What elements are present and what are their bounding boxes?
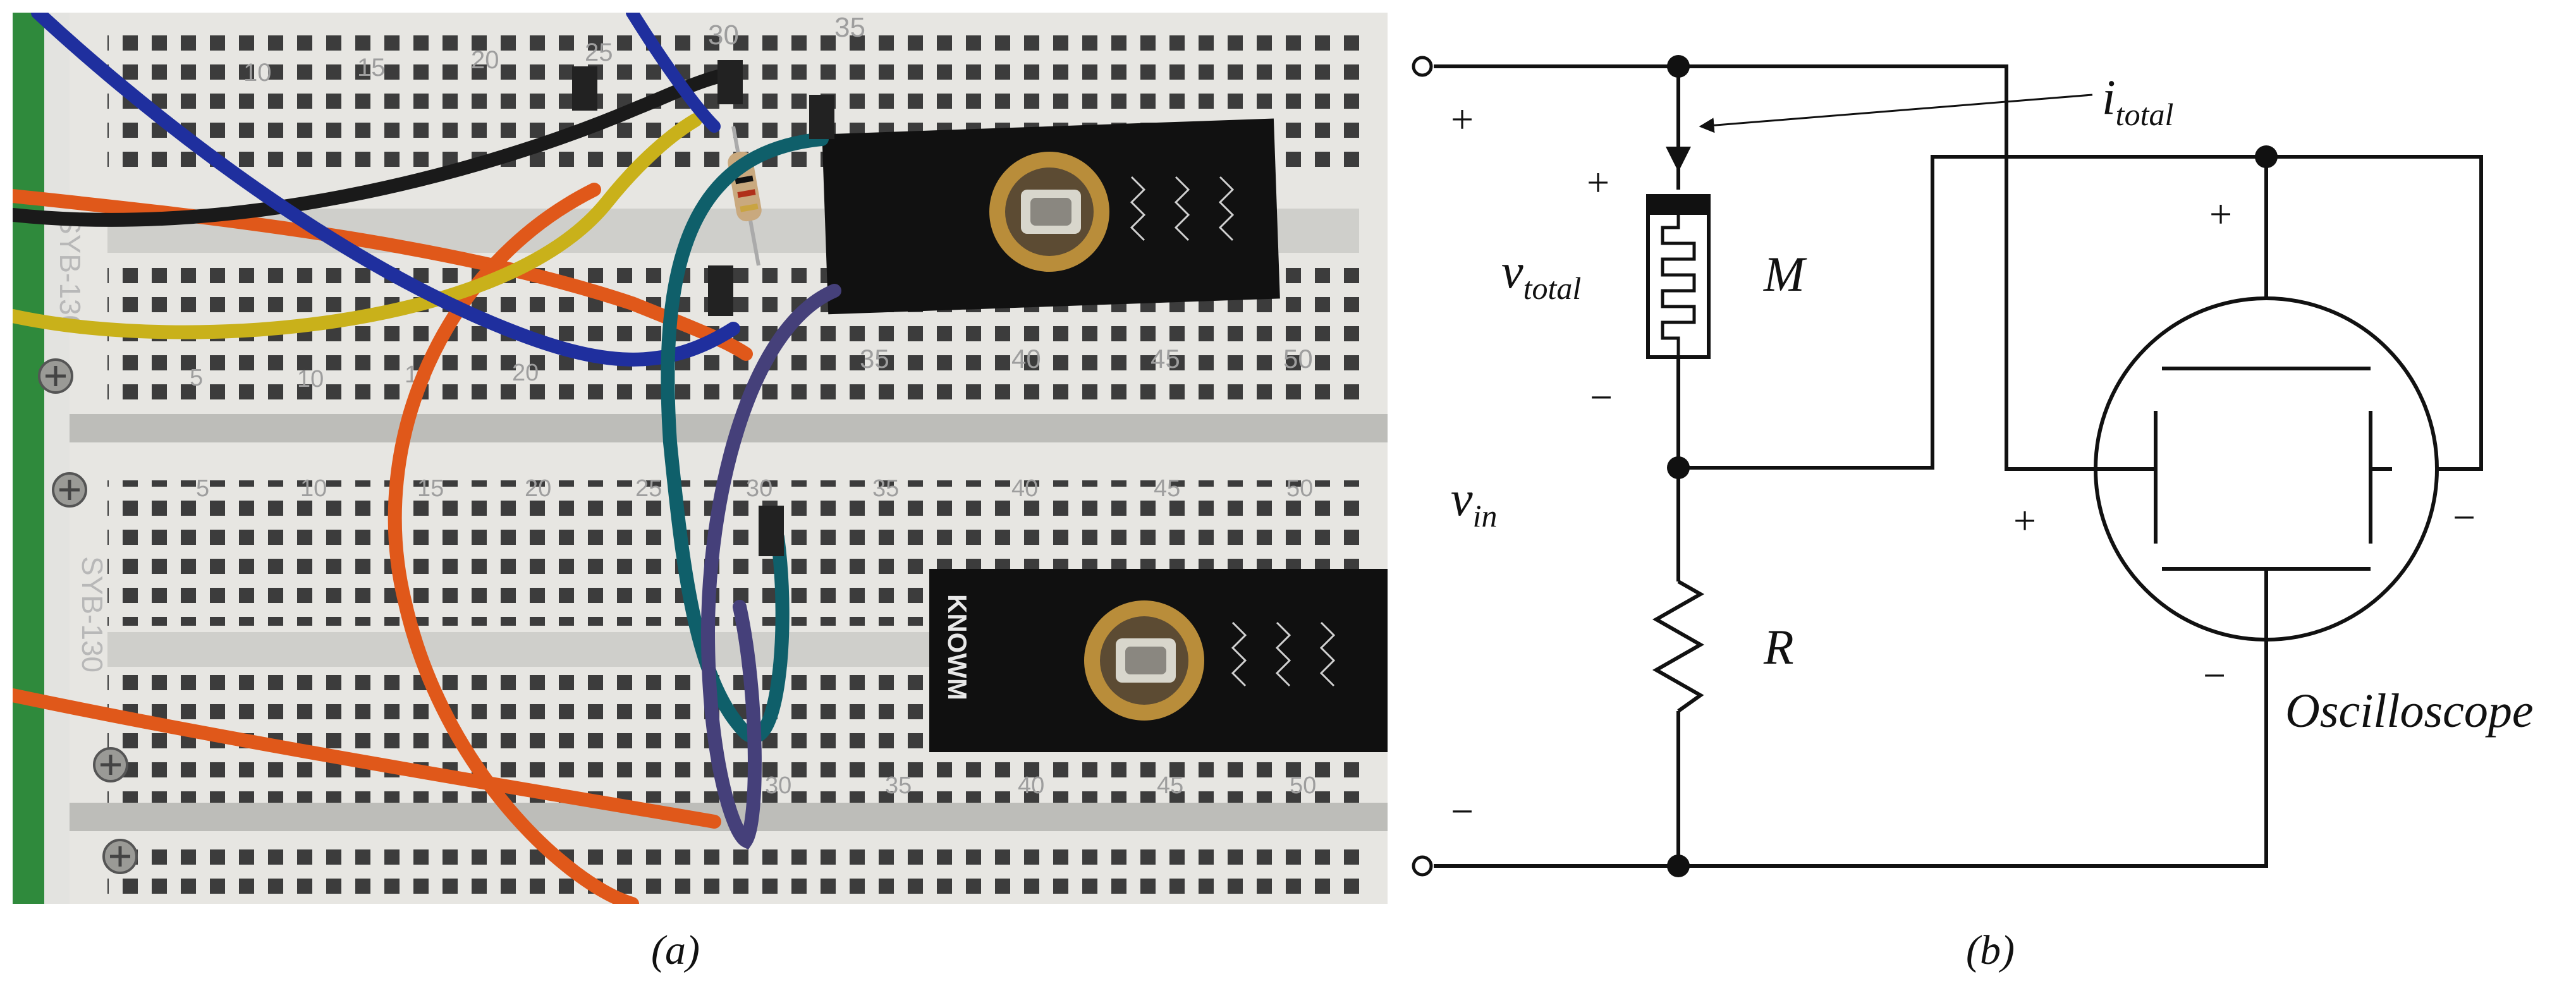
column-number: 10: [297, 366, 324, 393]
column-number: 50: [1286, 475, 1313, 502]
jumper-wire: [661, 132, 829, 744]
vtotal-minus-sign: −: [1590, 375, 1613, 420]
column-number: 30: [765, 772, 791, 799]
column-number: 5: [196, 475, 209, 502]
resistor-symbol: [1652, 580, 1705, 713]
memristor-chip-upper: [822, 118, 1280, 315]
column-number: 25: [635, 475, 662, 502]
chip-logo: KNOWM: [943, 594, 972, 700]
jumper-wire: [13, 113, 702, 339]
v-total-label: vtotal: [1501, 243, 1581, 306]
jumper-wire: [626, 13, 721, 133]
column-numbers-top: 10 15 20 25 30 35: [243, 12, 865, 87]
oscilloscope-plus-left: +: [2013, 498, 2036, 543]
column-number: 25: [585, 39, 613, 66]
column-number: 40: [1018, 772, 1044, 799]
column-number: 40: [1011, 475, 1038, 502]
column-number: 50: [1283, 344, 1313, 374]
junction-dot: [1667, 55, 1690, 78]
column-number: 5: [190, 365, 203, 391]
v-in-label: vin: [1451, 471, 1498, 533]
jumper-wire: [13, 688, 721, 829]
module-label-upper: SYB-130: [54, 215, 87, 331]
column-number: 35: [872, 475, 899, 502]
oscilloscope-minus-bottom: −: [2203, 653, 2226, 698]
jumper-wire: [31, 13, 740, 367]
i-total-pointer: [1699, 94, 2093, 133]
resistor-label: R: [1763, 619, 1794, 674]
column-number: 30: [708, 20, 739, 51]
column-number: 45: [1154, 475, 1180, 502]
column-number: 35: [860, 344, 889, 374]
column-numbers-bottom: 30 35 40 45 50: [765, 772, 1316, 799]
column-number: 35: [834, 12, 865, 43]
circuit-schematic: itotal + + vtotal M − vin R − + + − − Os…: [1412, 55, 2534, 973]
column-number: 45: [1157, 772, 1183, 799]
column-number: 10: [243, 59, 272, 87]
column-numbers-lower: 5 10 15 20 25 30 35 40 45 50: [196, 475, 1313, 502]
vin-minus-sign: −: [1451, 789, 1474, 834]
vin-plus-sign: +: [1451, 97, 1474, 142]
module-label-lower: SYB-130: [76, 556, 109, 673]
junction-dot: [1667, 456, 1690, 479]
oscilloscope-plus-top: +: [2209, 192, 2232, 236]
terminal-top: [1412, 56, 1433, 77]
column-number: 30: [746, 475, 772, 502]
column-number: 10: [300, 475, 327, 502]
column-number: 45: [1151, 344, 1180, 374]
terminal-bottom: [1412, 855, 1433, 877]
oscilloscope-label: Oscilloscope: [2285, 685, 2534, 738]
i-total-label: itotal: [2102, 70, 2173, 132]
column-number: 20: [512, 360, 539, 386]
jumper-wire: [13, 69, 728, 227]
vtotal-plus-sign: +: [1587, 160, 1609, 205]
caption-b: (b): [1966, 927, 2015, 973]
column-number: 20: [471, 46, 499, 74]
junction-dot: [1667, 855, 1690, 877]
jumper-wire: [700, 284, 841, 850]
column-number: 15: [357, 54, 386, 82]
column-number: 20: [525, 475, 551, 502]
caption-a: (a): [651, 927, 700, 973]
memristor-symbol: [1646, 194, 1711, 359]
mounting-screws: [38, 358, 138, 874]
column-number: 50: [1290, 772, 1316, 799]
column-number: 15: [417, 475, 444, 502]
jumper-wires: [13, 13, 841, 904]
column-number: 35: [885, 772, 912, 799]
column-number: 40: [1011, 344, 1041, 374]
memristor-chip-lower: KNOWM: [929, 569, 1388, 752]
junction-dot: [2255, 145, 2278, 168]
memristor-label: M: [1763, 246, 1807, 301]
oscilloscope-minus-right: −: [2453, 495, 2475, 540]
breadboard-photo: SYB-130 SYB-130 10 15 20 25 30 35 5 10 1…: [13, 12, 1388, 973]
oscilloscope-symbol: [2094, 296, 2439, 642]
